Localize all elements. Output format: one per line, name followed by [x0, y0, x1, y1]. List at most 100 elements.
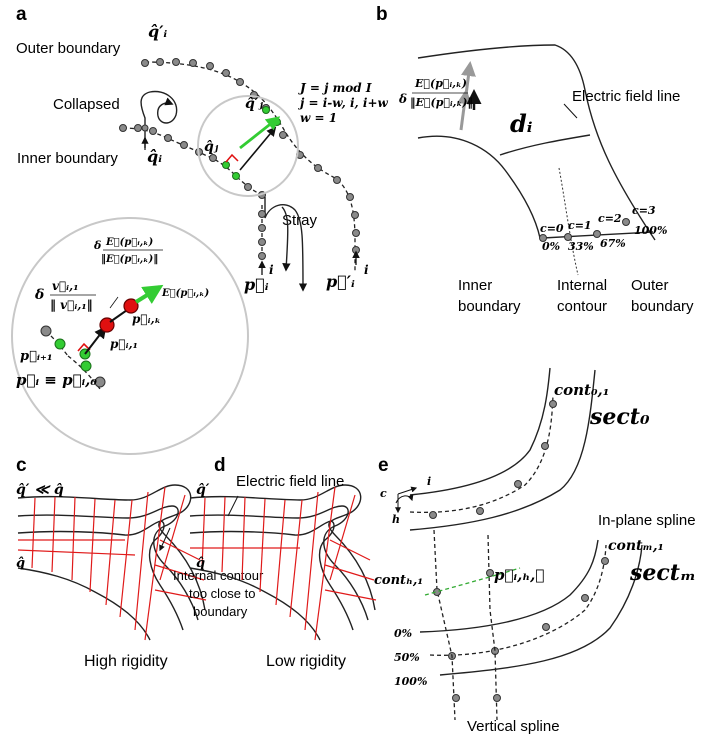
q-j-label: q̂ⱼ — [204, 139, 219, 155]
collapsed-label: Collapsed — [53, 96, 120, 113]
zoom-right-angle — [77, 342, 91, 352]
d-q-prime: q̂′ — [196, 482, 210, 498]
zoom-e-denominator: ‖E⃗(p⃗ᵢ,ₖ)‖ — [101, 254, 158, 265]
e-vertical-spline: Vertical spline — [467, 718, 560, 735]
field-direction-arrow — [239, 116, 281, 150]
internal-contour-dotted — [558, 167, 579, 276]
e-sect0-points — [429, 400, 557, 519]
panel-label-d: d — [214, 455, 226, 476]
zoom-p-i1-label: p⃗ᵢ,₁ — [110, 337, 138, 351]
b-field-line — [499, 134, 591, 156]
e-vertical-spline-1 — [433, 529, 456, 721]
q-i-label: q̂ᵢ — [147, 147, 162, 166]
c-caption: High rigidity — [84, 653, 168, 670]
e-in-plane-green — [424, 567, 521, 596]
q-prime-i-label: q̂′ᵢ — [148, 22, 167, 41]
c2-label: c=2 — [598, 212, 622, 225]
q-prime-j-label: q̂′ⱼ — [245, 96, 263, 112]
e-pct0: 0% — [394, 627, 412, 640]
zoom-pointer — [109, 296, 119, 309]
b-outer-boundary-l2: boundary — [631, 298, 694, 315]
e-sectm-outer — [439, 544, 643, 676]
b-points — [539, 218, 630, 242]
zoom-p-iplus1-label: p⃗ᵢ₊₁ — [20, 349, 53, 364]
e-sect0-inner — [409, 367, 551, 496]
p-i-label: p⃗ᵢ — [244, 275, 269, 294]
panel-label-a: a — [16, 4, 27, 25]
zoom-delta-1: δ — [34, 287, 44, 303]
d-grid — [189, 484, 377, 641]
equation-line-3: w = 1 — [300, 111, 337, 125]
zoom-e-numerator: E⃗(p⃗ᵢ,ₖ) — [105, 237, 153, 248]
inner-arc-b — [417, 135, 541, 239]
collapsed-chain — [140, 90, 178, 148]
e-axis-c: c — [380, 487, 387, 500]
pct0-label: 0% — [542, 240, 560, 253]
inner-boundary-points — [119, 124, 266, 199]
equation-line-1: J = j mod I — [298, 81, 372, 95]
panel-label-e: e — [378, 455, 389, 476]
b-internal-contour-l1: Internal — [557, 277, 607, 294]
d-electric-field-line-label: Electric field line — [236, 473, 344, 490]
panel-label-c: c — [16, 455, 27, 476]
pct100-label: 100% — [634, 224, 667, 237]
zoom-field-arrow — [134, 284, 164, 304]
c0-label: c=0 — [540, 222, 564, 235]
e-pct100: 100% — [394, 675, 427, 688]
b-electric-field-line-label: Electric field line — [572, 88, 680, 105]
zoom-red-point-2 — [123, 298, 139, 314]
e-sectm-contour — [429, 544, 607, 656]
e-axis-i-arrow — [397, 486, 418, 495]
pct67-label: 67% — [600, 237, 626, 250]
c1-label: c=1 — [568, 219, 592, 232]
b-internal-contour-l2: contour — [557, 298, 607, 315]
e-contm1: contₘ,₁ — [608, 538, 664, 554]
outer-boundary-label: Outer boundary — [16, 40, 121, 57]
b-pointer — [563, 103, 578, 119]
index-i-label-1: i — [269, 263, 274, 277]
d-pointer — [227, 495, 239, 517]
b-inner-boundary-l2: boundary — [458, 298, 521, 315]
stray-chain-1 — [264, 197, 308, 292]
e-sect0-contour — [409, 394, 554, 513]
e-sectm-points — [448, 557, 609, 660]
e-axis-i: i — [427, 475, 431, 488]
c-annotation-l1: Internal contour — [173, 568, 264, 583]
c-annotation-l3: boundary — [193, 604, 248, 619]
e-sectm-inner — [419, 539, 599, 633]
e-p-ihc: p⃗ᵢ,ₕ,𝒸 — [494, 566, 544, 584]
e-sect0: sect₀ — [589, 404, 650, 430]
stray-chain-2 — [281, 206, 291, 272]
e-in-plane-spline: In-plane spline — [598, 512, 696, 529]
e-sectm: sectₘ — [629, 560, 696, 586]
e-conth1: contₕ,₁ — [374, 573, 423, 588]
c-grid — [17, 484, 207, 641]
e-pct50: 50% — [394, 651, 420, 664]
p-prime-i-label: p⃗′ᵢ — [326, 272, 355, 291]
zoom-p-ik-label: p⃗ᵢ,ₖ — [132, 312, 161, 326]
neighborhood-circle — [197, 95, 299, 197]
b-e-denominator: ‖E⃗(p⃗ᵢ,ₖ)‖ — [410, 96, 473, 109]
e-axis-c-arrow — [395, 494, 414, 504]
search-direction-arrow — [239, 126, 277, 171]
index-i-label-2: i — [364, 263, 369, 277]
zoom-v-numerator: v⃗ᵢ,₁ — [52, 279, 78, 293]
zoom-e-arrow-label: E⃗(p⃗ᵢ,ₖ) — [161, 288, 209, 299]
right-angle-marker — [225, 153, 239, 163]
zoom-green-point-1 — [54, 338, 66, 350]
equation-line-2: j = i-w, i, i+w — [298, 96, 389, 110]
inner-boundary-label: Inner boundary — [17, 150, 118, 167]
b-e-numerator: E⃗(p⃗ᵢ,ₖ) — [414, 77, 467, 90]
zoom-v-denominator: ‖ v⃗ᵢ,₁‖ — [50, 298, 93, 312]
e-cont01: cont₀,₁ — [554, 381, 609, 399]
zoom-green-point-3 — [80, 360, 92, 372]
zoom-vector-arrow — [84, 326, 107, 355]
d-q-hat: q̂ — [196, 556, 205, 571]
d-i-label: dᵢ — [510, 109, 533, 138]
c3-label: c=3 — [632, 204, 656, 217]
b-grey-arrow-1 — [456, 89, 472, 131]
d-caption: Low rigidity — [266, 653, 346, 670]
c-q-hat: q̂ — [16, 556, 25, 571]
c-annotation-arrow — [159, 527, 171, 552]
